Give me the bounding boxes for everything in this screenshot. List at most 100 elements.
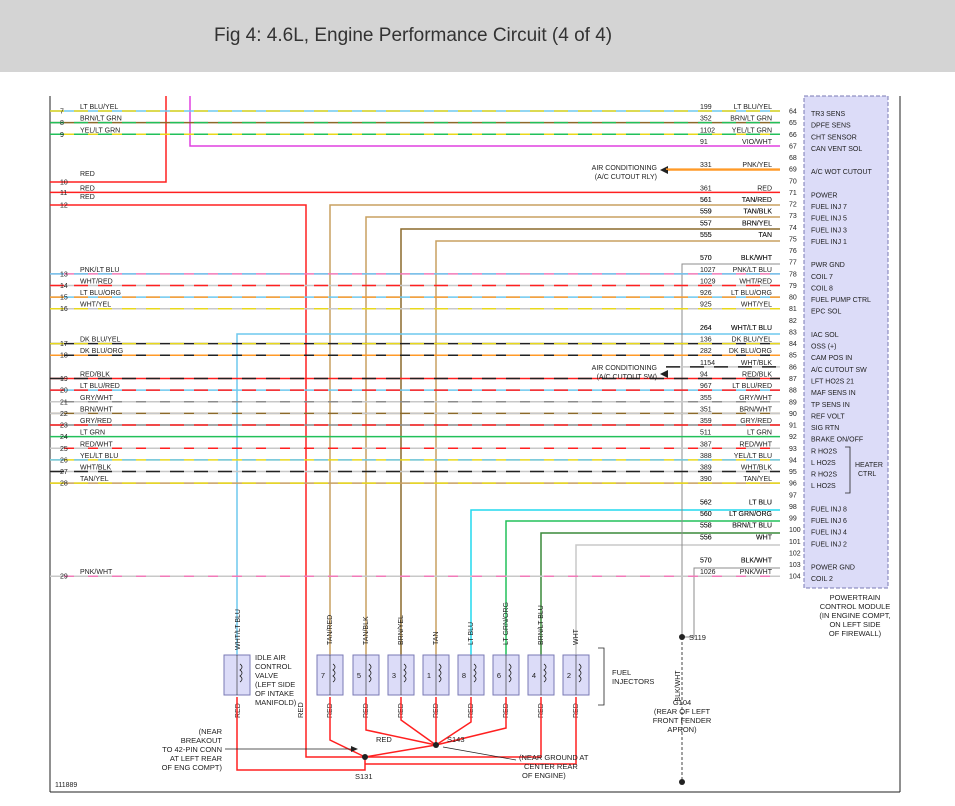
right-label-73: TAN/BLK [743,209,772,216]
iac-line-2: CONTROL [255,662,292,671]
arrow-ac-sw [660,370,668,378]
heater-bracket [845,446,851,494]
right-label-100: BRN/LT BLU [732,523,772,530]
right-label-74: BRN/YEL [742,220,772,227]
right-label-75: TAN [759,232,772,239]
module-function-64: TR3 SENS [811,111,846,118]
s143-label: S143 [447,735,465,744]
splice-s131 [362,754,368,760]
injector-wire-label: TAN/RED [327,615,334,645]
right-label-92: LT GRN [747,430,772,437]
circuit-75: 555 [700,232,712,239]
module-function-95: R HO2S [811,472,837,479]
ground-note-line-3: OF ENGINE) [522,771,566,780]
iac-bottom-label: RED [235,703,242,718]
left-pin-16: 16 [60,306,68,313]
right-label-86: WHT/BLK [741,360,772,367]
circuit-74: 557 [700,220,712,227]
module-line-5: OF FIREWALL) [829,629,882,638]
right-label-90: BRN/WHT [739,406,772,413]
left-label-12: RED [80,194,95,201]
heater-ctrl-label: HEATER CTRL [855,462,883,478]
circuit-79: 1029 [700,278,716,285]
ground-note-line-1: (NEAR GROUND AT [519,753,589,762]
circuit-83: 264 [700,325,712,332]
circuit-75: 555 [700,232,712,239]
module-function-78: COIL 7 [811,274,833,281]
module-pin-85: 85 [789,353,797,360]
module-function-73: FUEL INJ 5 [811,216,847,223]
right-label-103: BLK/WHT [741,558,773,565]
module-function-103: POWER GND [811,565,855,572]
injector-number: 4 [532,671,536,680]
wire-vio-67 [189,96,780,147]
module-function-69: A/C WOT CUTOUT [811,169,873,176]
module-function-94: L HO2S [811,460,836,467]
breakout-line-3: TO 42-PIN CONN [162,745,222,754]
module-pin-93: 93 [789,446,797,453]
coil-icon [473,663,477,683]
module-function-85: CAM POS IN [811,355,852,362]
left-pin-8: 8 [60,120,64,127]
right-label-95: WHT/BLK [741,465,772,472]
pcm-module-label: POWERTRAIN CONTROL MODULE (IN ENGINE COM… [819,593,890,638]
left-label-27: WHT/BLK [80,465,111,472]
left-label-13: PNK/LT BLU [80,267,119,274]
module-pin-64: 64 [789,109,797,116]
circuit-99: 560 [700,511,712,518]
module-function-66: CHT SENSOR [811,134,857,141]
coil-icon [438,663,442,683]
iac-line-4: (LEFT SIDE [255,680,295,689]
ground-note-line-2: CENTER REAR [524,762,578,771]
left-pin-27: 27 [60,469,68,476]
left-pin-25: 25 [60,446,68,453]
module-pin-100: 100 [789,527,801,534]
left-pin-9: 9 [60,132,64,139]
circuit-74: 557 [700,220,712,227]
splice-s119 [679,634,685,640]
figure-id: 111889 [55,782,77,789]
coil-icon [578,663,582,683]
wire-inj1 [435,240,780,655]
module-function-98: FUEL INJ 8 [811,506,847,513]
breakout-line-5: OF ENG COMPT) [162,763,223,772]
circuit-73: 559 [700,209,712,216]
module-pin-98: 98 [789,504,797,511]
left-pin-7: 7 [60,109,64,116]
left-pin-26: 26 [60,457,68,464]
module-function-74: FUEL INJ 3 [811,227,847,234]
ground-line-2: FRONT FENDER [653,716,712,725]
injector-number: 3 [392,671,396,680]
right-label-83: WHT/LT BLU [731,325,772,332]
module-function-86: A/C CUTOUT SW [811,367,867,374]
module-function-89: TP SENS IN [811,402,850,409]
ac-rly-line-1: AIR CONDITIONING [592,165,657,172]
wire-inj8-red [435,697,472,746]
right-label-85: DK BLU/ORG [729,348,772,355]
left-pin-29: 29 [60,574,68,581]
module-pin-79: 79 [789,283,797,290]
circuit-77: 570 [700,255,712,262]
coil-icon [508,663,512,683]
left-pin-15: 15 [60,295,68,302]
circuit-103: 570 [700,558,712,565]
wire-inj6 [505,520,780,655]
module-function-90: REF VOLT [811,413,845,420]
left-label-23: GRY/RED [80,418,112,425]
module-line-1: POWERTRAIN [830,593,881,602]
circuit-95: 389 [700,465,712,472]
circuit-72: 561 [700,197,712,204]
wire-iac [236,333,780,655]
vertical-wires [50,96,780,782]
left-pin-18: 18 [60,353,68,360]
pcm-module-box [803,95,889,589]
right-label-98: LT BLU [749,499,772,506]
module-pin-75: 75 [789,236,797,243]
module-pin-89: 89 [789,399,797,406]
circuit-86: 1154 [700,360,715,367]
left-label-26: YEL/LT BLU [80,453,118,460]
right-label-96: TAN/YEL [743,476,772,483]
module-function-65: DPFE SENS [811,123,851,130]
